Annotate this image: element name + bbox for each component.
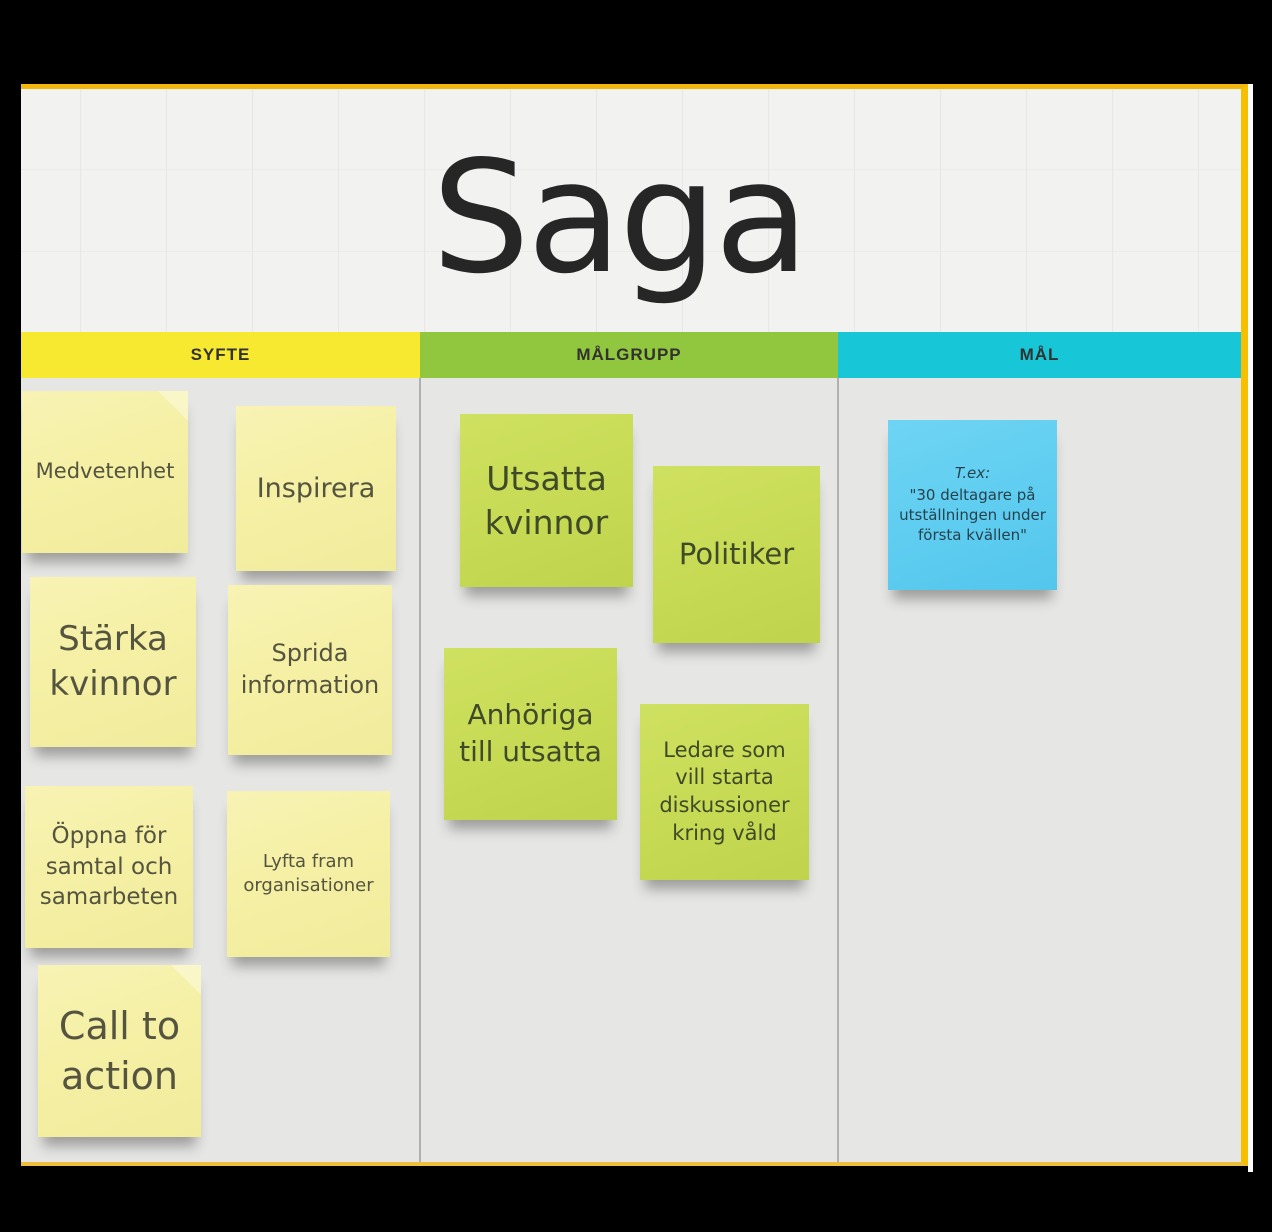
board-title: Saga bbox=[431, 127, 810, 308]
column-header-malgrupp: MÅLGRUPP bbox=[420, 332, 838, 378]
column-header-syfte: SYFTE bbox=[21, 332, 420, 378]
column-divider bbox=[837, 378, 839, 1162]
note-example-text: "30 deltagare på utställningen under för… bbox=[899, 486, 1046, 544]
sticky-note-mal-example[interactable]: T.ex: "30 deltagare på utställningen und… bbox=[888, 420, 1057, 590]
sticky-note-inspirera[interactable]: Inspirera bbox=[236, 406, 396, 571]
sticky-note-ledare-som-vill-starta[interactable]: Ledare som vill starta diskussioner krin… bbox=[640, 704, 809, 880]
right-edge-sliver bbox=[1248, 84, 1253, 1172]
board-frame: Saga SYFTE MÅLGRUPP MÅL Medvetenhet Insp… bbox=[21, 84, 1248, 1166]
board-title-area: Saga bbox=[21, 89, 1241, 332]
note-corner-fold bbox=[158, 391, 188, 421]
sticky-note-starka-kvinnor[interactable]: Stärka kvinnor bbox=[30, 577, 196, 747]
sticky-note-politiker[interactable]: Politiker bbox=[653, 466, 820, 643]
sticky-note-call-to-action[interactable]: Call to action bbox=[38, 965, 201, 1137]
column-divider bbox=[419, 378, 421, 1162]
column-header-row: SYFTE MÅLGRUPP MÅL bbox=[21, 332, 1241, 378]
note-example-prefix: T.ex: bbox=[954, 464, 991, 483]
note-corner-fold bbox=[171, 965, 201, 995]
sticky-note-lyfta-fram-organisationer[interactable]: Lyfta fram organisationer bbox=[227, 791, 390, 957]
sticky-note-medvetenhet[interactable]: Medvetenhet bbox=[22, 391, 188, 553]
sticky-note-sprida-information[interactable]: Sprida information bbox=[228, 585, 392, 755]
sticky-note-oppna-for-samtal[interactable]: Öppna för samtal och samarbeten bbox=[25, 786, 193, 948]
board-body: Medvetenhet Inspirera Stärka kvinnor Spr… bbox=[21, 378, 1241, 1162]
sticky-note-anhoriga-till-utsatta[interactable]: Anhöriga till utsatta bbox=[444, 648, 617, 820]
sticky-note-utsatta-kvinnor[interactable]: Utsatta kvinnor bbox=[460, 414, 633, 587]
column-header-mal: MÅL bbox=[838, 332, 1241, 378]
